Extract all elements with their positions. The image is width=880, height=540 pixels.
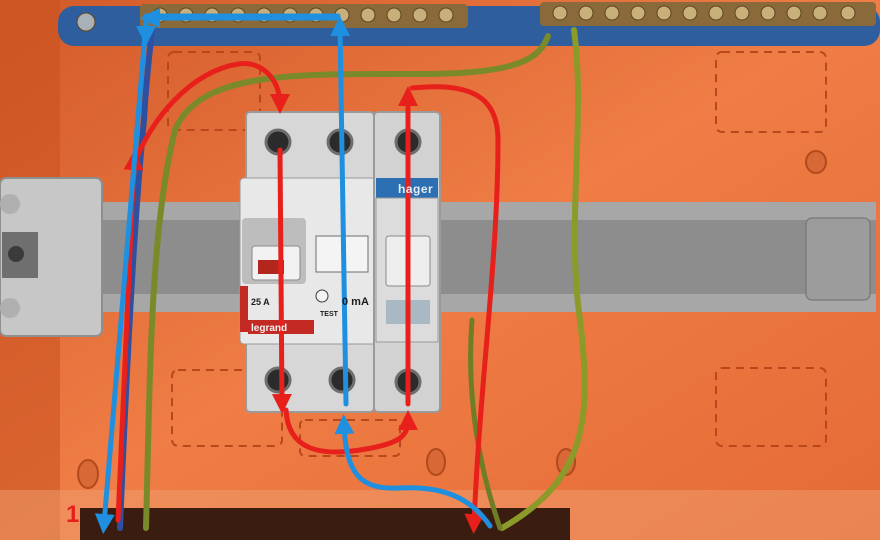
annotation-arrows bbox=[94, 8, 501, 534]
neutral-up-arrow bbox=[330, 16, 351, 407]
terminal-block-body bbox=[0, 177, 103, 337]
neutral-return-arrow bbox=[334, 414, 493, 529]
rcd-rating-current: 25 A bbox=[251, 297, 270, 307]
neutral-busbar bbox=[58, 2, 880, 46]
live-through-rcd-arrow bbox=[271, 147, 292, 414]
rcd-indicator-window bbox=[258, 260, 284, 274]
knockout-outline bbox=[715, 367, 827, 447]
live-bridge-arrow bbox=[283, 407, 418, 455]
earth-wire bbox=[143, 33, 551, 531]
screw-terminal-icon bbox=[0, 298, 20, 318]
din-rail-top-lip bbox=[100, 202, 876, 220]
rcd-legrand bbox=[239, 111, 377, 413]
left-terminal-block bbox=[0, 177, 103, 337]
enclosure-peg bbox=[77, 459, 99, 489]
rcd-red-stripe bbox=[240, 286, 248, 332]
screw-terminal-icon bbox=[8, 246, 24, 262]
legrand-brand-label: legrand bbox=[251, 323, 288, 334]
knockout-outline bbox=[167, 51, 261, 131]
neutral-down-arrow bbox=[94, 19, 149, 534]
hager-brand-label: hager bbox=[398, 182, 434, 196]
rcd-test-label: TEST bbox=[320, 311, 338, 318]
knockout-outline bbox=[171, 369, 283, 447]
earth-wire bbox=[499, 27, 588, 531]
knockout-outlines bbox=[167, 51, 827, 457]
callout-number: 1 bbox=[66, 501, 80, 528]
screw-terminal-icon bbox=[0, 194, 20, 214]
live-feed-arrow bbox=[131, 61, 290, 168]
enclosure-peg bbox=[805, 150, 827, 174]
test-button-icon bbox=[315, 289, 329, 303]
din-rail-bar bbox=[100, 202, 876, 312]
enclosure-peg bbox=[426, 448, 446, 476]
earth-wire bbox=[468, 317, 503, 531]
rcd-rating-sensitivity: 0 mA bbox=[342, 296, 369, 308]
knockout-outline bbox=[715, 51, 827, 133]
live-out-arrow bbox=[409, 84, 501, 534]
din-rail-end-clip bbox=[805, 217, 871, 301]
